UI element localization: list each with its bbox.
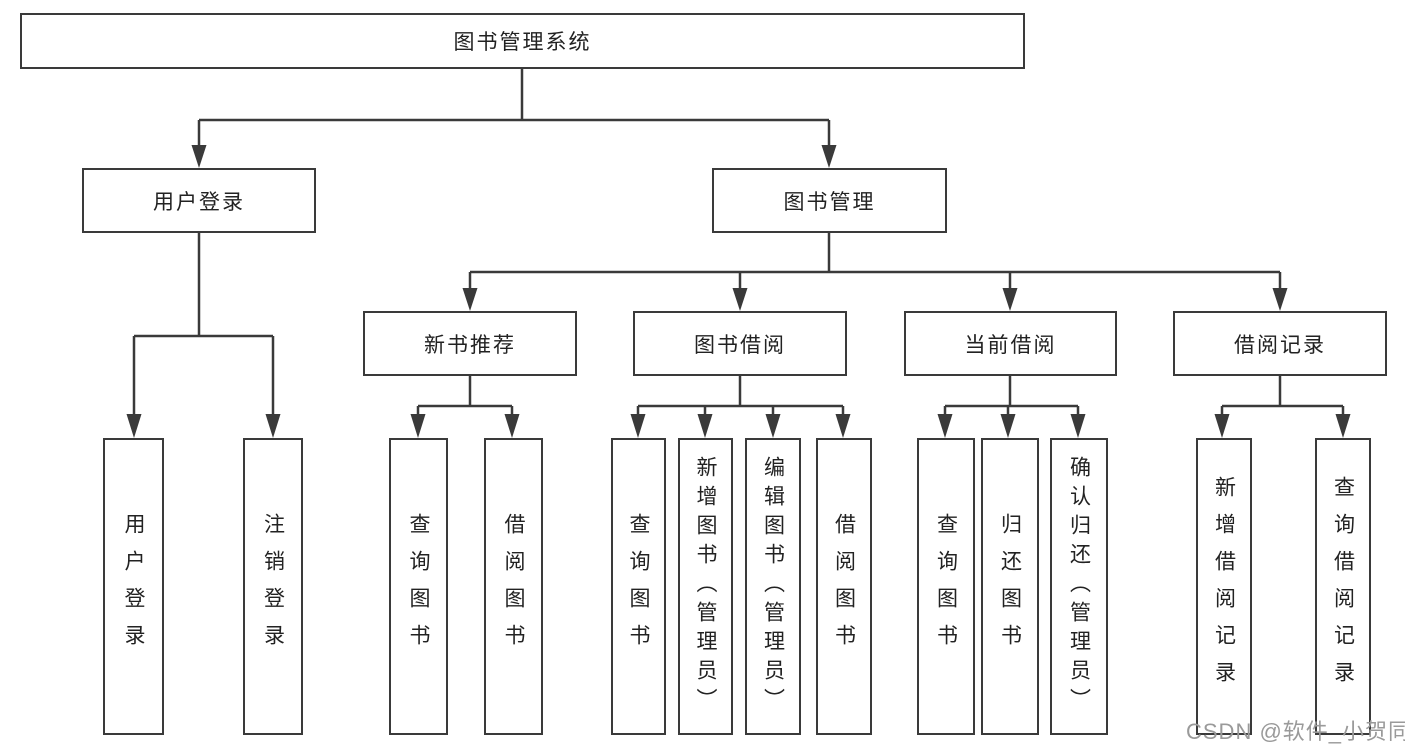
leaf-query-borrow-record: 查询借阅记录 [1315,438,1371,735]
leaf-return-books: 归还图书 [981,438,1039,735]
leaf-borrow-books-1-label: 借阅图书 [502,512,525,661]
leaf-query-books-3: 查询图书 [917,438,975,735]
leaf-logout-label: 注销登录 [261,512,285,661]
node-current-borrow-label: 当前借阅 [964,333,1057,357]
node-book-borrow-label: 图书借阅 [694,333,786,357]
node-book-management: 图书管理 [712,168,947,233]
leaf-confirm-return-admin-label: 确认归还（管理员） [1067,456,1091,717]
leaf-borrow-books-2: 借阅图书 [816,438,872,735]
leaf-query-books-3-label: 查询图书 [934,512,958,661]
node-current-borrow: 当前借阅 [904,311,1117,376]
node-user-login: 用户登录 [82,168,316,233]
leaf-edit-books-admin: 编辑图书（管理员） [745,438,801,735]
leaf-logout: 注销登录 [243,438,303,735]
leaf-user-login-label: 用户登录 [122,512,145,661]
leaf-add-borrow-record-label: 新增借阅记录 [1212,475,1236,698]
leaf-query-books-1-label: 查询图书 [407,512,430,661]
leaf-confirm-return-admin: 确认归还（管理员） [1050,438,1108,735]
leaf-query-books-2-label: 查询图书 [627,512,650,661]
csdn-watermark: CSDN @软件_小贺同学 [1186,719,1405,744]
leaf-query-borrow-record-label: 查询借阅记录 [1331,475,1355,698]
node-user-login-label: 用户登录 [153,190,245,214]
node-borrow-records: 借阅记录 [1173,311,1387,376]
node-book-management-label: 图书管理 [783,190,876,214]
leaf-borrow-books-1: 借阅图书 [484,438,543,735]
leaf-add-books-admin: 新增图书（管理员） [678,438,733,735]
node-book-borrow: 图书借阅 [633,311,847,376]
node-borrow-records-label: 借阅记录 [1234,333,1326,357]
node-root-label: 图书管理系统 [453,31,592,54]
leaf-query-books-2: 查询图书 [611,438,666,735]
leaf-query-books-1: 查询图书 [389,438,448,735]
node-new-book-recommend-label: 新书推荐 [424,333,516,357]
leaf-borrow-books-2-label: 借阅图书 [832,512,856,661]
leaf-user-login: 用户登录 [103,438,164,735]
node-new-book-recommend: 新书推荐 [363,311,577,376]
leaf-add-borrow-record: 新增借阅记录 [1196,438,1252,735]
leaf-return-books-label: 归还图书 [998,512,1022,661]
leaf-add-books-admin-label: 新增图书（管理员） [694,456,717,717]
leaf-edit-books-admin-label: 编辑图书（管理员） [761,456,785,717]
node-root-system: 图书管理系统 [20,13,1025,69]
